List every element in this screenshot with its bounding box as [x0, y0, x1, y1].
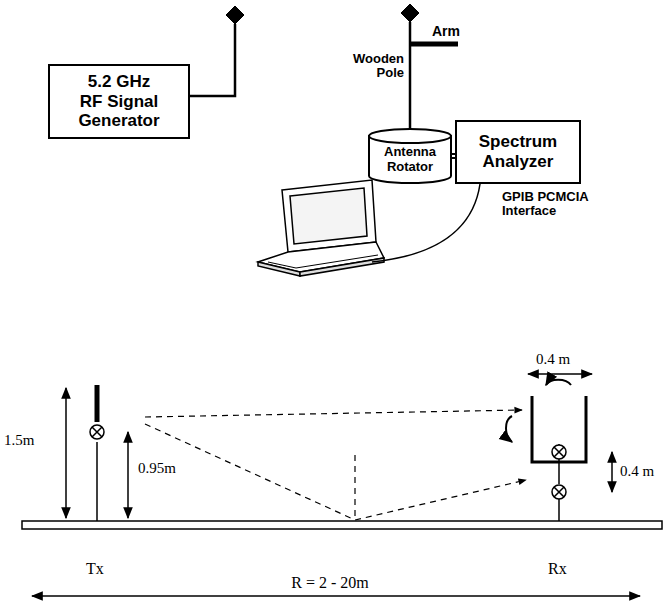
dimension-label: 0.95m: [138, 460, 176, 477]
rx-mount: [532, 396, 586, 521]
laptop: [258, 180, 384, 276]
range-label: R = 2 - 20m: [260, 574, 400, 592]
part-label: Wooden Pole: [350, 52, 404, 81]
dimension-label: 0.4 m: [620, 463, 654, 480]
analyzer-box: Spectrum Analyzer: [455, 120, 581, 184]
node-label: Antenna Rotator: [374, 137, 446, 175]
station-label: Rx: [548, 560, 567, 578]
ground-floor: [22, 521, 662, 529]
cylinder-top: [369, 129, 451, 143]
spacing-arrow: [611, 452, 613, 492]
width-arrow: [528, 373, 592, 375]
rotator-cylinder: Antenna Rotator: [368, 128, 452, 184]
ray-paths: [145, 410, 526, 520]
part-label: Arm: [432, 24, 460, 39]
station-label: Tx: [86, 560, 104, 578]
tx-antenna: [190, 6, 244, 96]
gpib-cable: [372, 184, 480, 262]
height-arrow: [65, 388, 67, 518]
rotation-arrow: [506, 380, 571, 442]
dimension-label: 0.4 m: [536, 351, 570, 368]
tx-mast: [90, 385, 104, 521]
node-label: Spectrum Analyzer: [463, 132, 573, 171]
range-arrow: [32, 595, 640, 597]
interface-label: GPIB PCMCIA Interface: [502, 190, 606, 219]
node-label: 5.2 GHz RF Signal Generator: [76, 72, 162, 131]
generator-box: 5.2 GHz RF Signal Generator: [48, 64, 190, 139]
dimension-label: 1.5m: [4, 432, 34, 449]
height-arrow: [127, 432, 129, 518]
